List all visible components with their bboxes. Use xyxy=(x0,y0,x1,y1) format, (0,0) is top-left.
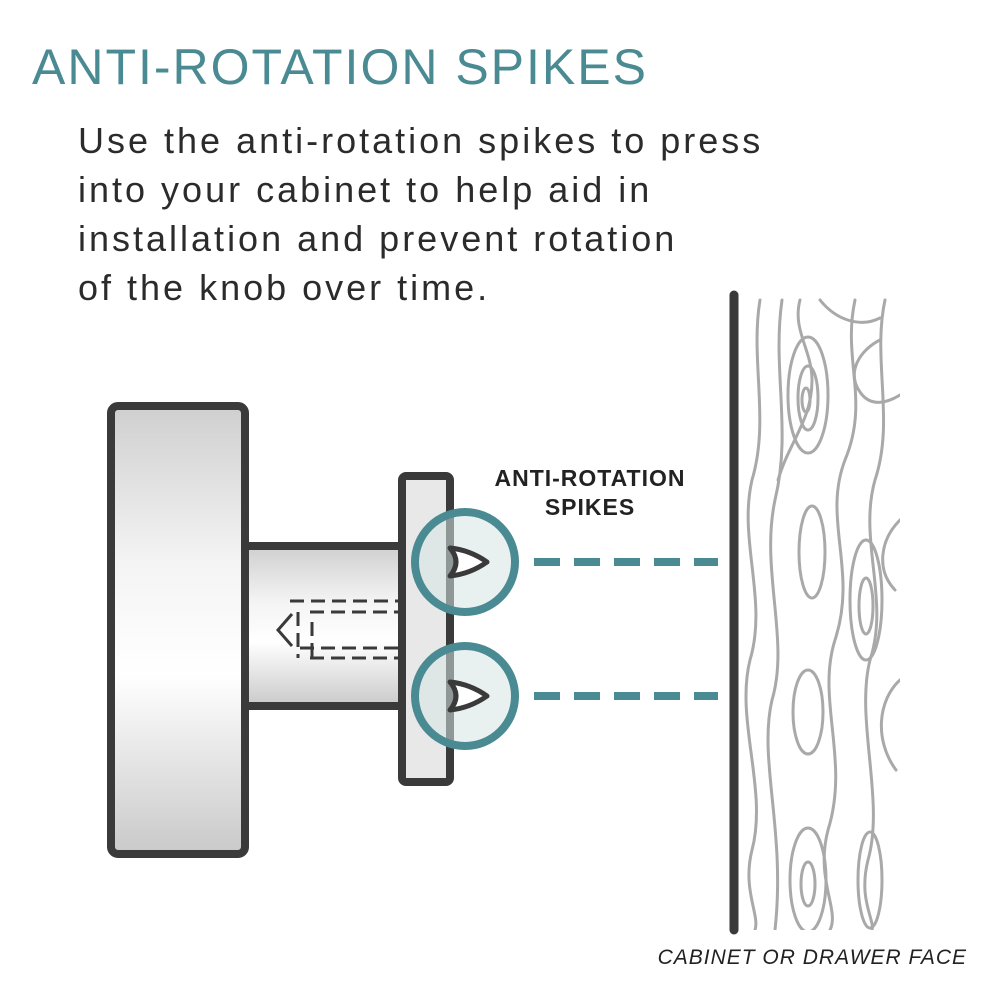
description-line: into your cabinet to help aid in xyxy=(78,169,653,210)
spike-callout-top xyxy=(411,508,519,616)
knob-head xyxy=(107,402,249,858)
description: Use the anti-rotation spikes to press in… xyxy=(78,116,958,312)
knob-stem xyxy=(241,542,407,710)
description-line: installation and prevent rotation xyxy=(78,218,678,259)
description-line: Use the anti-rotation spikes to press xyxy=(78,120,764,161)
spikes-callout-label: ANTI-ROTATION SPIKES xyxy=(470,464,710,522)
wood-grain xyxy=(744,298,900,930)
spikes-callout-line: SPIKES xyxy=(544,494,636,520)
spike-icon xyxy=(447,545,490,579)
description-line: of the knob over time. xyxy=(78,267,491,308)
spike-callout-bottom xyxy=(411,642,519,750)
page-title: ANTI-ROTATION SPIKES xyxy=(32,39,648,95)
cabinet-face-label: CABINET OR DRAWER FACE xyxy=(657,946,967,969)
spike-icon xyxy=(447,679,490,713)
spikes-callout-line: ANTI-ROTATION xyxy=(494,465,686,491)
